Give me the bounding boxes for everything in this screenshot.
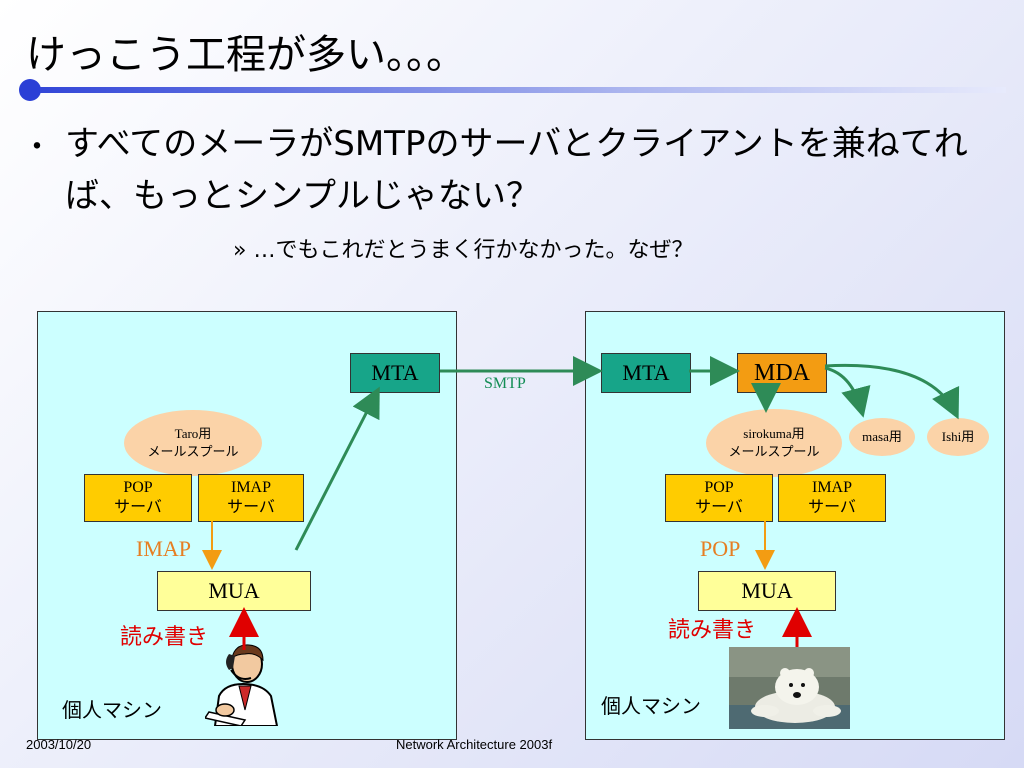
person-phone-clipart-icon [203,640,283,727]
page-title: けっこう工程が多い。。。 [26,32,466,78]
right-machine-label: 個人マシン [601,694,701,718]
right-read-write-label: 読み書き [668,618,757,643]
right-mta-box: MTA [601,353,691,393]
left-read-write-label: 読み書き [120,625,209,650]
right-mail-spool: sirokuma用 メールスプール [706,409,842,477]
left-machine-label: 個人マシン [62,698,162,722]
polar-bear-photo [729,647,850,729]
right-imap-server: IMAP サーバ [778,474,886,522]
right-pop-server: POP サーバ [665,474,773,522]
right-protocol-label: POP [700,536,741,561]
left-protocol-label: IMAP [136,536,192,561]
main-bullet: すべてのメーラがSMTPのサーバとクライアントを兼ねてれば、もっとシンプルじゃな… [65,124,968,216]
left-imap-server: IMAP サーバ [198,474,304,522]
smtp-label: SMTP [484,375,526,392]
left-pop-server: POP サーバ [84,474,192,522]
bullet-marker: ・ [22,130,52,165]
masa-spool: masa用 [849,418,915,456]
left-mua-box: MUA [157,571,311,611]
footer-date: 2003/10/20 [26,737,92,752]
footer-course: Network Architecture 2003f [396,737,553,752]
left-mta-box: MTA [350,353,440,393]
ishi-spool: Ishi用 [927,418,989,456]
left-mail-spool: Taro用 メールスプール [124,410,262,476]
sub-bullet: » …でもこれだとうまく行かなかった。なぜ？ [233,238,694,263]
title-underline [40,87,1006,93]
right-mua-box: MUA [698,571,836,611]
right-mda-box: MDA [737,353,827,393]
title-bullet-dot [19,79,41,101]
